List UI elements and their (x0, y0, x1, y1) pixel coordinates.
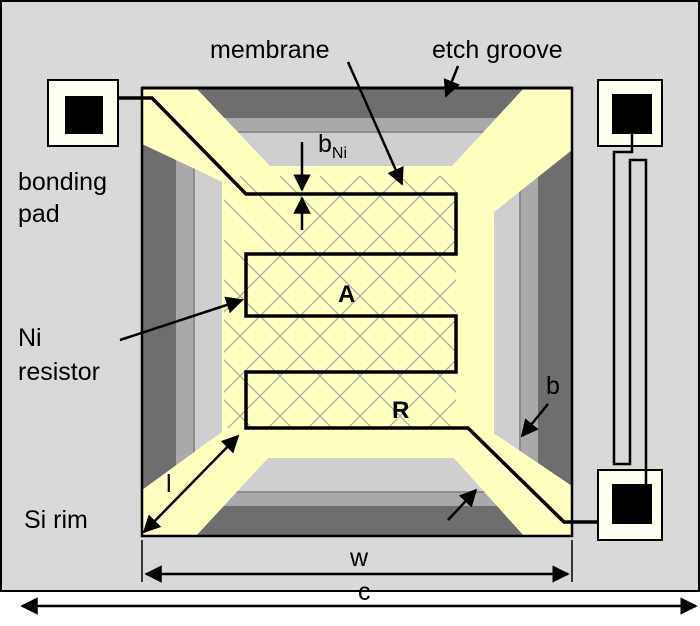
ni-resistor-meander (104, 96, 606, 524)
b-arrow-lower (447, 488, 478, 521)
heater-central-plate (246, 176, 456, 428)
heater-right-strip (456, 166, 494, 458)
etch-groove-label: etch groove (432, 36, 563, 64)
bonding-pad-right-bottom (597, 469, 663, 541)
dimension-w (141, 540, 573, 583)
bonding-pad-label-line1: bonding (18, 168, 107, 196)
membrane-label: membrane (210, 36, 330, 64)
l-label: l (166, 470, 172, 498)
groove-bottom-face (142, 506, 572, 536)
ni-resistor-label-line1: Ni (18, 324, 42, 352)
c-label: c (358, 578, 371, 606)
b-ni-label: bNi (318, 130, 347, 162)
resistor-label: R (392, 397, 409, 424)
membrane-arrow (346, 61, 404, 186)
b-arrow (520, 403, 549, 438)
reference-resistor (612, 114, 648, 498)
etch-groove-arrow (443, 65, 460, 98)
bonding-pad-right-top (597, 79, 663, 147)
area-label: A (338, 281, 355, 308)
heater-layer (142, 88, 572, 536)
rim-outline (140, 86, 574, 538)
ni-resistor-arrow (119, 296, 244, 342)
heater-join-bottom (222, 428, 494, 458)
heater-left-strip (222, 166, 248, 458)
dimension-l (142, 434, 240, 534)
b-label: b (546, 372, 560, 400)
groove-top-face (142, 88, 572, 118)
bonding-pad-left (47, 79, 119, 147)
ni-resistor-label-line2: resistor (18, 358, 100, 386)
si-rim-label: Si rim (24, 506, 88, 534)
bonding-pad-label-line2: pad (18, 200, 60, 228)
heater-join-top (222, 166, 494, 212)
w-label: w (349, 544, 369, 572)
